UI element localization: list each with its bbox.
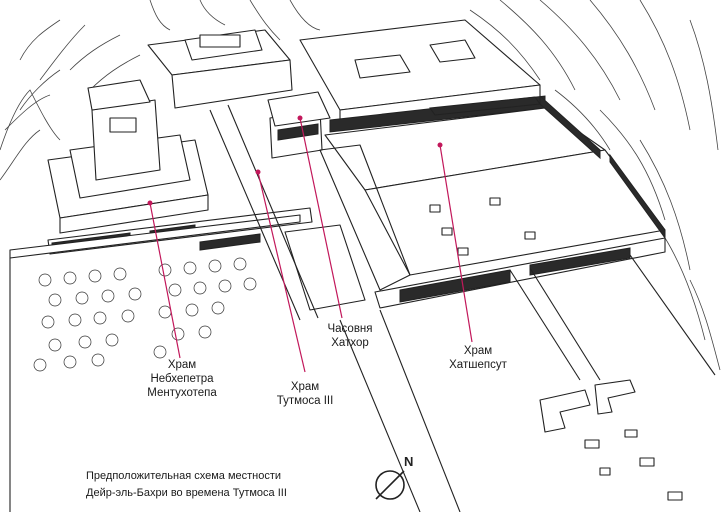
leader-dot-hathor <box>297 115 303 121</box>
leader-hathor <box>299 117 343 319</box>
label-hatshepsut-line1: Храм <box>463 345 493 357</box>
leader-hatshepsut <box>439 144 473 343</box>
causeways <box>9 104 716 512</box>
leader-dot-hatshepsut <box>437 142 443 148</box>
compass: N <box>375 454 413 500</box>
leader-dot-mentuhotep <box>147 200 153 206</box>
compass-circle <box>375 470 405 500</box>
label-hathor-chapel: Часовня Хатхор <box>315 322 385 350</box>
caption-line2: Дейр-эль-Бахри во времена Тутмоса III <box>86 487 287 499</box>
label-mentuhotep-line1: Храм <box>167 359 197 371</box>
label-thutmose-line2: Тутмоса III <box>276 395 334 407</box>
thutmose-temple <box>147 29 331 159</box>
label-mentuhotep-line2: Небхепетра <box>150 373 214 385</box>
hatshepsut-temple <box>284 19 666 311</box>
leader-thutmose <box>257 171 306 373</box>
label-mentuhotep-line3: Ментухотепа <box>147 387 217 399</box>
leader-mentuhotep <box>149 202 181 359</box>
label-thutmose-line1: Храм <box>290 381 320 393</box>
leader-dot-thutmose <box>255 169 261 175</box>
caption-line1: Предположительная схема местности <box>86 470 282 482</box>
compass-needle <box>375 470 405 500</box>
statue-blocks <box>429 197 536 256</box>
tree-grove <box>33 257 257 372</box>
cliff-background <box>0 0 721 371</box>
label-hatshepsut-line2: Хатшепсут <box>449 359 507 371</box>
caption: Предположительная схема местности Дейр-э… <box>86 468 287 502</box>
mentuhotep-temple <box>9 79 313 259</box>
label-hathor-line2: Хатхор <box>331 337 369 349</box>
leader-lines <box>147 115 473 373</box>
lower-structures <box>539 379 683 501</box>
label-hatshepsut-temple: Храм Хатшепсут <box>440 344 516 372</box>
label-thutmose-temple: Храм Тутмоса III <box>265 380 345 408</box>
compass-letter: N <box>404 454 413 469</box>
label-mentuhotep-temple: Храм Небхепетра Ментухотепа <box>142 358 222 400</box>
label-hathor-line1: Часовня <box>327 323 373 335</box>
